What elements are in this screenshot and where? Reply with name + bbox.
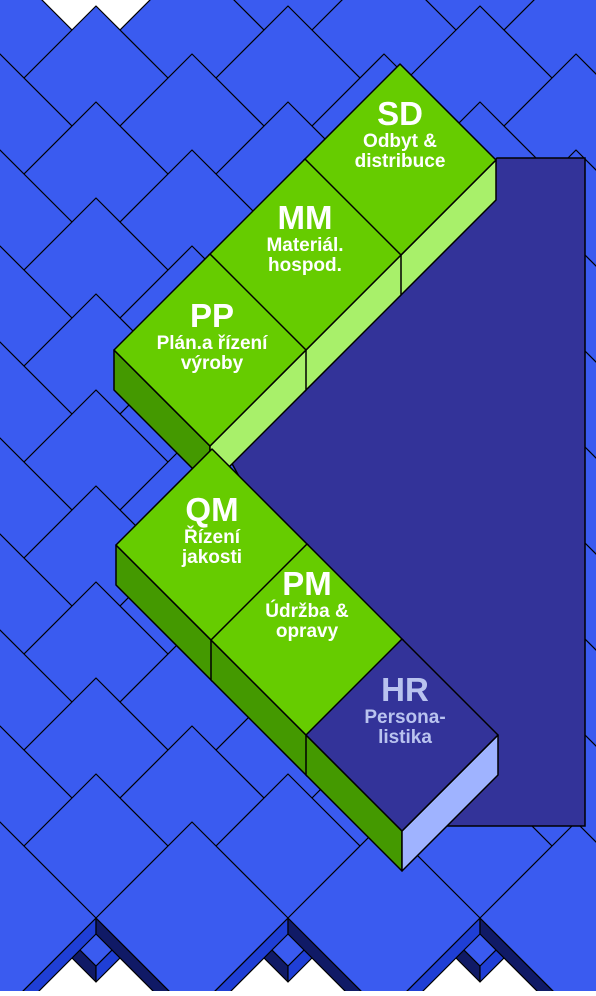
module-code-hr: HR xyxy=(381,671,429,708)
module-name-hr-line1: Persona- xyxy=(364,706,446,728)
grid-cube xyxy=(479,821,596,996)
module-name-mm-line2: hospod. xyxy=(268,255,342,277)
grid-cube xyxy=(95,821,289,996)
grid-cube xyxy=(287,821,481,996)
module-name-mm-line1: Materiál. xyxy=(266,234,344,256)
module-block-pp-top-face xyxy=(113,253,307,447)
grid-cube-top-face xyxy=(95,821,289,996)
module-label-pm: PM Údržba & opravy xyxy=(265,566,348,643)
module-name-pp-line2: výroby xyxy=(180,353,244,375)
module-name-pm-line1: Údržba & xyxy=(265,600,349,622)
module-name-pm-line2: opravy xyxy=(275,621,339,643)
module-label-sd: SD Odbyt & distribuce xyxy=(355,96,446,173)
grid-cube-top-face xyxy=(479,821,596,996)
module-code-mm: MM xyxy=(277,199,333,236)
module-block-hr xyxy=(305,638,499,872)
module-code-sd: SD xyxy=(377,95,423,132)
module-label-hr: HR Persona- listika xyxy=(364,672,445,749)
module-code-pp: PP xyxy=(189,297,235,334)
module-blocks xyxy=(113,63,499,872)
module-name-pp-line1: Plán.a řízení xyxy=(156,332,268,354)
module-name-hr-line2: listika xyxy=(378,727,432,749)
module-block-pp xyxy=(113,253,307,487)
module-label-pp: PP Plán.a řízení výroby xyxy=(157,298,268,375)
grid-cube-top-face xyxy=(0,821,97,996)
module-code-pm: PM xyxy=(282,565,332,602)
module-label-qm: QM Řízení jakosti xyxy=(182,492,242,569)
module-name-qm-line1: Řízení xyxy=(184,526,240,548)
module-block-hr-top-face xyxy=(305,638,499,832)
module-name-sd-line2: distribuce xyxy=(354,151,446,173)
module-code-qm: QM xyxy=(185,491,239,528)
grid-cube-top-face xyxy=(287,821,481,996)
module-name-sd-line1: Odbyt & xyxy=(363,130,437,152)
module-name-qm-line2: jakosti xyxy=(181,547,243,569)
module-label-mm: MM Materiál. hospod. xyxy=(266,200,343,277)
